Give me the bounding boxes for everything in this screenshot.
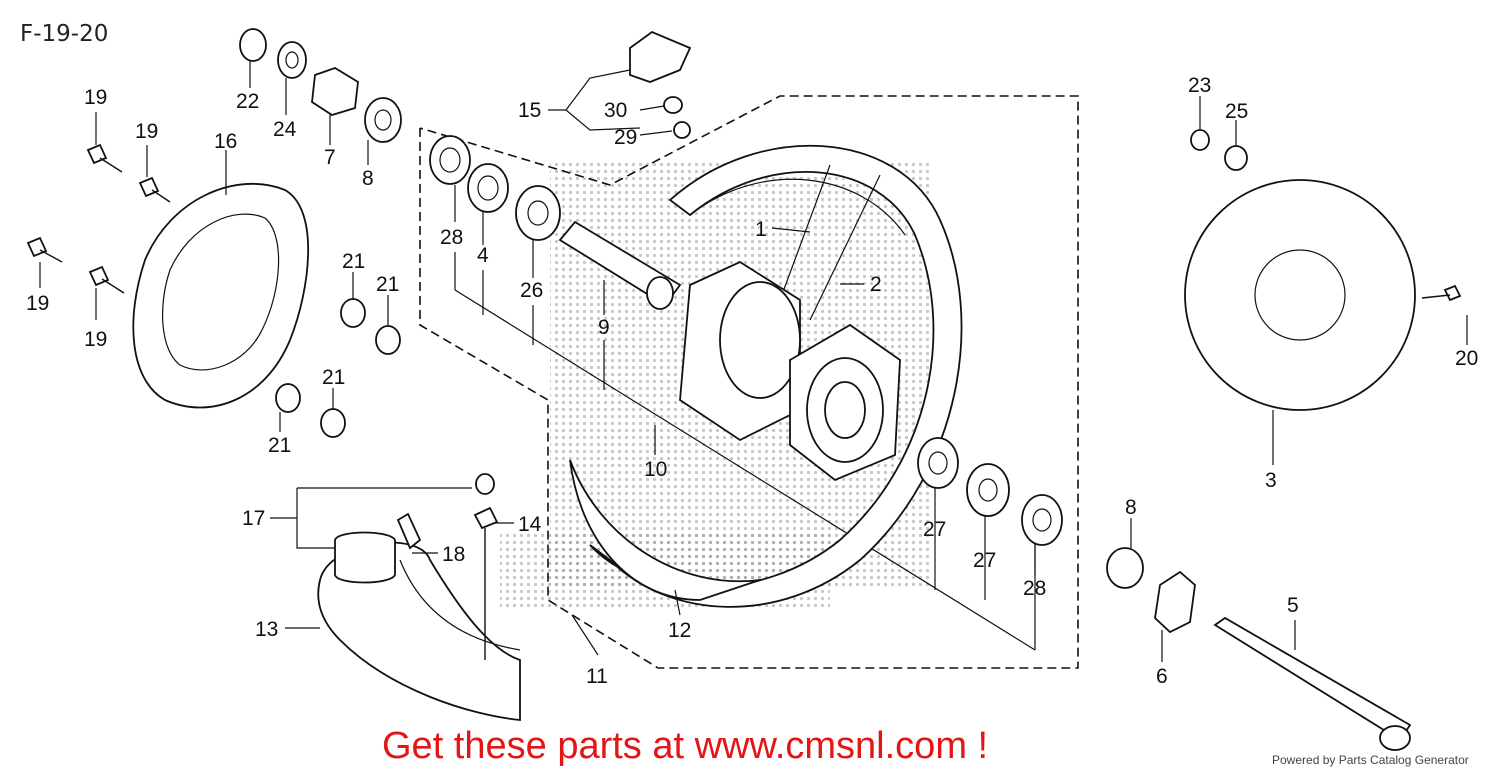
callout-1: 1 (755, 218, 767, 241)
bearings-left (429, 135, 561, 241)
callout-4: 4 (477, 244, 489, 267)
leader-lines (39, 60, 1468, 662)
callout-26: 26 (520, 279, 543, 302)
callout-19-c: 19 (26, 292, 49, 315)
callout-6: 6 (1156, 665, 1168, 688)
callout-10: 10 (644, 458, 667, 481)
callout-17: 17 (242, 507, 265, 530)
callout-11: 11 (586, 665, 608, 688)
wheel-hub (679, 260, 901, 482)
brake-disc (132, 182, 310, 409)
callout-21-b: 21 (376, 273, 399, 296)
callout-21-a: 21 (342, 250, 365, 273)
wheel-rim (569, 144, 963, 608)
callout-22: 22 (236, 90, 259, 113)
callout-29: 29 (614, 126, 637, 149)
callout-16: 16 (214, 130, 237, 153)
rim-lock (473, 473, 499, 660)
callout-18: 18 (442, 543, 465, 566)
callout-24: 24 (273, 118, 297, 141)
callout-28-b: 28 (1023, 577, 1046, 600)
collar-9 (558, 220, 682, 310)
axle-assembly (1106, 547, 1412, 751)
callout-9: 9 (598, 316, 610, 339)
callout-15: 15 (518, 99, 541, 122)
callout-25: 25 (1225, 100, 1248, 123)
callout-13: 13 (255, 618, 278, 641)
callout-28-a: 28 (440, 226, 463, 249)
callout-19-b: 19 (135, 120, 158, 143)
tire-and-tube (317, 512, 521, 721)
callout-labels: 1 2 3 4 5 6 7 8 8 9 10 11 12 13 14 15 16… (26, 74, 1478, 688)
callout-23: 23 (1188, 74, 1211, 97)
callout-30: 30 (604, 99, 627, 122)
callout-20: 20 (1455, 347, 1478, 370)
assembly-frame (419, 95, 1079, 669)
promo-link[interactable]: Get these parts at www.cmsnl.com ! (382, 725, 988, 767)
callout-19-d: 19 (84, 328, 107, 351)
callout-2: 2 (870, 273, 882, 296)
diagram-title: F-19-20 (20, 21, 108, 47)
callout-21-c: 21 (322, 366, 345, 389)
top-hardware (239, 28, 402, 143)
callout-27-b: 27 (973, 549, 996, 572)
disc-nuts (275, 298, 401, 438)
credit-text: Powered by Parts Catalog Generator (1272, 753, 1469, 767)
sprocket (1184, 129, 1462, 411)
callout-12: 12 (668, 619, 691, 642)
callout-19-a: 19 (84, 86, 107, 109)
callout-5: 5 (1287, 594, 1299, 617)
callout-7: 7 (324, 146, 336, 169)
callout-14: 14 (518, 513, 542, 536)
callout-8-right: 8 (1125, 496, 1137, 519)
callout-21-d: 21 (268, 434, 291, 457)
chain-adjuster-top (629, 30, 692, 139)
callout-8-top: 8 (362, 167, 374, 190)
callout-27-a: 27 (923, 518, 946, 541)
bearings-right (917, 437, 1063, 546)
callout-3: 3 (1265, 469, 1277, 492)
disc-bolts (26, 143, 171, 294)
